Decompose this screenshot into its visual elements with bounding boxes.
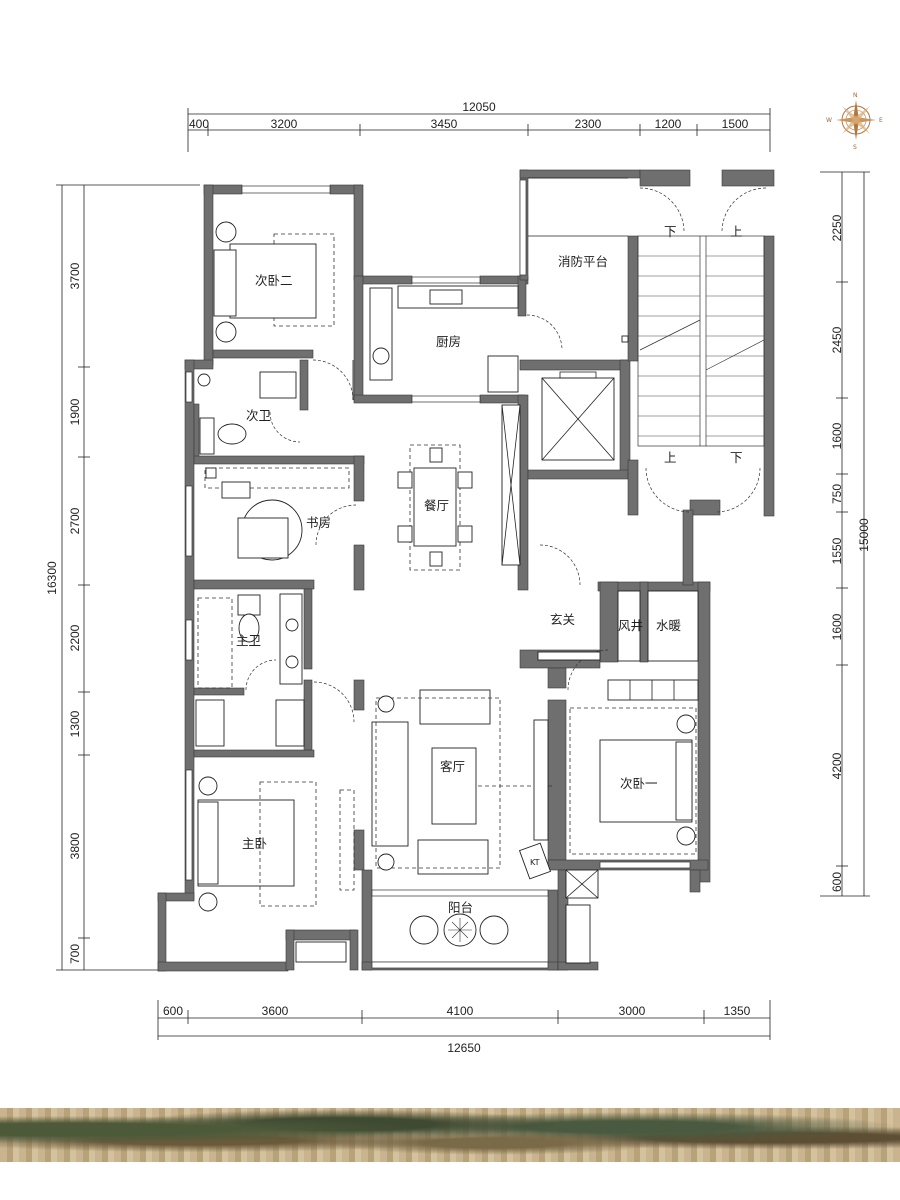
windows [185, 179, 691, 969]
label-living: 客厅 [440, 759, 465, 774]
dining-table [397, 444, 473, 571]
label-second-bath: 次卫 [246, 408, 271, 423]
label-water-heating: 水暖 [656, 618, 682, 633]
label-study: 书房 [306, 515, 331, 530]
bottom-dim-1: 600 [163, 1004, 183, 1018]
right-dim-6: 1600 [830, 613, 844, 640]
bottom-dimensions: 600 3600 4100 3000 1350 12650 [157, 1000, 771, 1055]
compass-s: S [853, 144, 857, 151]
top-dim-3: 3450 [431, 117, 458, 131]
right-dim-3: 1600 [830, 422, 844, 449]
stair-down-top: 下 [664, 224, 677, 239]
right-dim-1: 2250 [830, 214, 844, 241]
label-foyer: 玄关 [550, 612, 575, 627]
compass-icon: N S E W [826, 92, 883, 151]
top-dim-6: 1500 [722, 117, 749, 131]
label-kitchen: 厨房 [436, 334, 461, 349]
elevator [541, 371, 615, 461]
living-furniture: KT [371, 689, 552, 880]
left-dim-6: 3800 [68, 832, 82, 859]
label-fire-platform: 消防平台 [558, 254, 608, 269]
right-dim-4: 750 [830, 484, 844, 504]
tv-mark-text: KT [530, 858, 540, 867]
top-total-dim: 12050 [462, 100, 496, 114]
compass-e: E [879, 117, 883, 124]
label-master-bedroom: 主卧 [242, 836, 267, 851]
foyer-shafts [537, 590, 699, 701]
top-dim-4: 2300 [575, 117, 602, 131]
right-dim-2: 2450 [830, 326, 844, 353]
left-dimensions: 16300 3700 1900 2700 2200 1300 3800 700 [45, 184, 200, 971]
compass-w: W [826, 117, 832, 124]
top-dim-2: 3200 [271, 117, 298, 131]
doors [245, 187, 767, 723]
master-bedroom-furniture [197, 776, 355, 963]
second-bath-fixtures [197, 371, 297, 455]
label-air-shaft: 风井 [618, 618, 643, 633]
left-dim-5: 1300 [68, 710, 82, 737]
label-bedroom2: 次卧二 [255, 273, 293, 288]
stair-up-bottom: 上 [664, 450, 677, 465]
bottom-dim-3: 4100 [447, 1004, 474, 1018]
study-furniture [204, 467, 350, 561]
right-total-dim: 15000 [857, 518, 871, 552]
room-labels: 次卧二 消防平台 厨房 次卫 餐厅 书房 主卫 玄关 风井 水暖 客厅 次卧一 … [236, 254, 682, 915]
staircase: 下 上 上 下 [637, 224, 765, 465]
label-master-bath: 主卫 [236, 633, 261, 648]
left-dim-4: 2200 [68, 624, 82, 651]
left-dim-2: 1900 [68, 398, 82, 425]
top-dim-5: 1200 [655, 117, 682, 131]
right-dimensions: 2250 2450 1600 750 1550 1600 4200 600 15… [820, 171, 871, 897]
stair-down-bottom: 下 [730, 450, 743, 465]
bedroom2-furniture [213, 221, 393, 381]
decorative-painting-strip [0, 1108, 900, 1162]
right-dim-7: 4200 [830, 752, 844, 779]
master-bath-fixtures [195, 593, 305, 747]
label-dining: 餐厅 [424, 498, 449, 513]
fire-platform-area [528, 177, 629, 343]
label-bedroom1: 次卧一 [620, 776, 658, 791]
bottom-total-dim: 12650 [447, 1041, 481, 1055]
compass-n: N [853, 92, 858, 99]
bottom-dim-2: 3600 [262, 1004, 289, 1018]
right-dim-8: 600 [830, 872, 844, 892]
bottom-dim-4: 3000 [619, 1004, 646, 1018]
kitchen-counter [397, 285, 519, 393]
corridor-cabinets [501, 404, 521, 566]
left-dim-7: 700 [68, 944, 82, 964]
balcony-furniture [409, 913, 509, 947]
left-dim-3: 2700 [68, 507, 82, 534]
label-balcony: 阳台 [448, 900, 473, 915]
left-total-dim: 16300 [45, 561, 59, 595]
top-dimensions: 12050 400 3200 3450 2300 1200 1500 [187, 100, 771, 152]
left-dim-1: 3700 [68, 262, 82, 289]
bottom-dim-5: 1350 [724, 1004, 751, 1018]
top-dim-1: 400 [189, 117, 209, 131]
bedroom1-furniture [565, 707, 697, 964]
stair-up-top: 上 [730, 224, 743, 239]
right-dim-5: 1550 [830, 537, 844, 564]
